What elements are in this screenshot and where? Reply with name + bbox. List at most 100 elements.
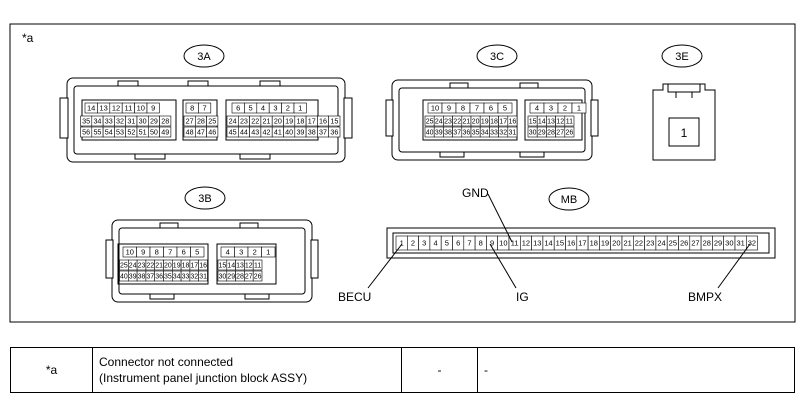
connector-3c-bot-pin-31: 31 [509, 130, 517, 137]
connector-3b-mid-pin-16: 16 [199, 263, 207, 270]
connector-3c-top-pin-3: 3 [549, 104, 553, 113]
connector-3c-latch-left [385, 99, 394, 137]
connector-3e-lock [667, 84, 701, 98]
legend-table: *a Connector not connected (Instrument p… [10, 347, 795, 393]
connector-3b-bot-pin-27: 27 [245, 274, 253, 281]
connector-mb-pin-23: 23 [646, 239, 654, 248]
connector-3c-mid-pin-12: 12 [556, 119, 564, 126]
connector-mb-pin-10: 10 [499, 239, 507, 248]
connector-mb-pin-12: 12 [522, 239, 530, 248]
connector-3a-keys [117, 80, 281, 160]
connector-3a-mid-pin-21: 21 [263, 117, 271, 126]
connector-3b-bot-pin-40: 40 [120, 274, 128, 281]
connector-3a-top-pin-1: 1 [298, 104, 302, 113]
connector-3a-top-pin-9: 9 [151, 104, 155, 113]
connector-3a-mid-pin-28: 28 [161, 117, 169, 126]
connector-3e-pin: 1 [681, 126, 688, 140]
connector-3b-top-pin-5: 5 [195, 248, 199, 257]
connector-3a-mid-pin-17: 17 [308, 117, 316, 126]
connector-3a-bot-pin-52: 52 [127, 128, 135, 137]
connector-3a-top-pin-10: 10 [137, 104, 145, 113]
terminal-gnd: GND [462, 186, 489, 200]
connector-mb-pin-3: 3 [422, 239, 426, 248]
connector-mb-pin-14: 14 [544, 239, 552, 248]
connector-3a-mid-pin-15-cell [328, 115, 341, 127]
connector-3c-bot-pin-37: 37 [453, 130, 461, 137]
connector-3a-mid-pin-35: 35 [82, 117, 90, 126]
connector-3c-id-circle [476, 44, 518, 68]
connector-3c-bot-pin-28: 28 [547, 130, 555, 137]
connector-3b-bot-pin-33: 33 [182, 274, 190, 281]
connector-mb-pin-6: 6 [456, 239, 460, 248]
connector-3a-mid-pin-27: 27 [186, 117, 194, 126]
connector-mb-pin-24: 24 [657, 239, 665, 248]
connector-3a-mid-pin-18: 18 [296, 117, 304, 126]
connector-3a-bot-pin-37: 37 [319, 128, 327, 137]
connector-3a-bot-pin-53: 53 [116, 128, 124, 137]
connector-3c-bot-pin-36: 36 [463, 130, 471, 137]
connector-3c-top-pin-5: 5 [503, 104, 507, 113]
connector-3b-top-pin-6: 6 [182, 248, 186, 257]
connector-3c-block-right [524, 99, 583, 141]
connector-3a-top-pin-9-cell [146, 102, 160, 114]
connector-3a-mid-pin-34: 34 [93, 117, 101, 126]
becu-leader [367, 243, 403, 289]
connector-3b-mid-pin-14: 14 [227, 263, 235, 270]
connector-3b-latch-right [310, 239, 319, 279]
connector-3c-keys [439, 82, 545, 158]
connector-3e: 3E 1 [652, 44, 716, 161]
connector-3b-top-pin-1-cell [261, 246, 276, 258]
terminal-ig: IG [516, 290, 529, 304]
legend-row: *a Connector not connected (Instrument p… [10, 347, 795, 393]
connector-3a-mid-pin-19: 19 [285, 117, 293, 126]
connector-3a-top-pin-5: 5 [249, 104, 253, 113]
connector-3c-bot-pin-32: 32 [499, 130, 507, 137]
connector-3e-id-circle [661, 44, 703, 68]
connector-3b-mid-pin-11: 11 [254, 263, 261, 270]
connector-3c-mid-pin-11-cell [564, 115, 575, 127]
connector-3c-mid-pin-17: 17 [499, 119, 507, 126]
connector-3a-mid-pin-33: 33 [105, 117, 113, 126]
connector-3c-bot-pin-30: 30 [529, 130, 537, 137]
connector-3a-bot-pin-56: 56 [82, 128, 90, 137]
figure-label: *a [22, 31, 34, 45]
legend-col-4: - [477, 347, 795, 393]
connector-3b-top-pin-2: 2 [253, 248, 257, 257]
connector-3a-top-pin-8: 8 [190, 104, 194, 113]
connector-3c-bot-pin-31-cell [507, 126, 518, 138]
connector-3a-latch-right [343, 97, 353, 139]
legend-description: Connector not connected (Instrument pane… [92, 347, 402, 393]
connector-3b-mid-pin-16-cell [198, 259, 208, 271]
connector-3c-mid-pin-18: 18 [490, 119, 498, 126]
connector-3a-bot-pin-36: 36 [330, 128, 338, 137]
connector-3a-bot-pin-50: 50 [150, 128, 158, 137]
connector-3c-mid-pin-25: 25 [426, 119, 434, 126]
connector-mb-inner [392, 232, 770, 254]
connector-3b-block-left [117, 243, 209, 285]
connector-3a-mid-pin-30: 30 [139, 117, 147, 126]
connector-mb-pin-21: 21 [623, 239, 631, 248]
connector-3c-latch-right [590, 99, 599, 137]
connector-3b-top-pin-8: 8 [155, 248, 159, 257]
connector-3a-top-pin-3: 3 [273, 104, 277, 113]
connector-3b-bot-pin-31-cell [198, 270, 208, 282]
connector-3c-mid-pin-24: 24 [435, 119, 443, 126]
connector-mb-pin-1: 1 [400, 239, 404, 248]
connector-3b-id-circle [184, 186, 226, 210]
terminal-bmpx: BMPX [688, 290, 722, 304]
connector-3b-mid-pin-22: 22 [146, 263, 154, 270]
connector-3a-bot-pin-42: 42 [263, 128, 271, 137]
connector-3c-mid-pin-15: 15 [529, 119, 537, 126]
connector-3c-mid-pin-14: 14 [538, 119, 546, 126]
connector-3a-bot-pin-40: 40 [285, 128, 293, 137]
connector-3a-bot-pin-46: 46 [208, 128, 216, 137]
connector-3b-bot-pin-39: 39 [129, 274, 137, 281]
connector-3a-bot-pin-55: 55 [93, 128, 101, 137]
connector-mb-pin-7: 7 [467, 239, 471, 248]
connector-3c-bot-pin-35: 35 [472, 130, 480, 137]
